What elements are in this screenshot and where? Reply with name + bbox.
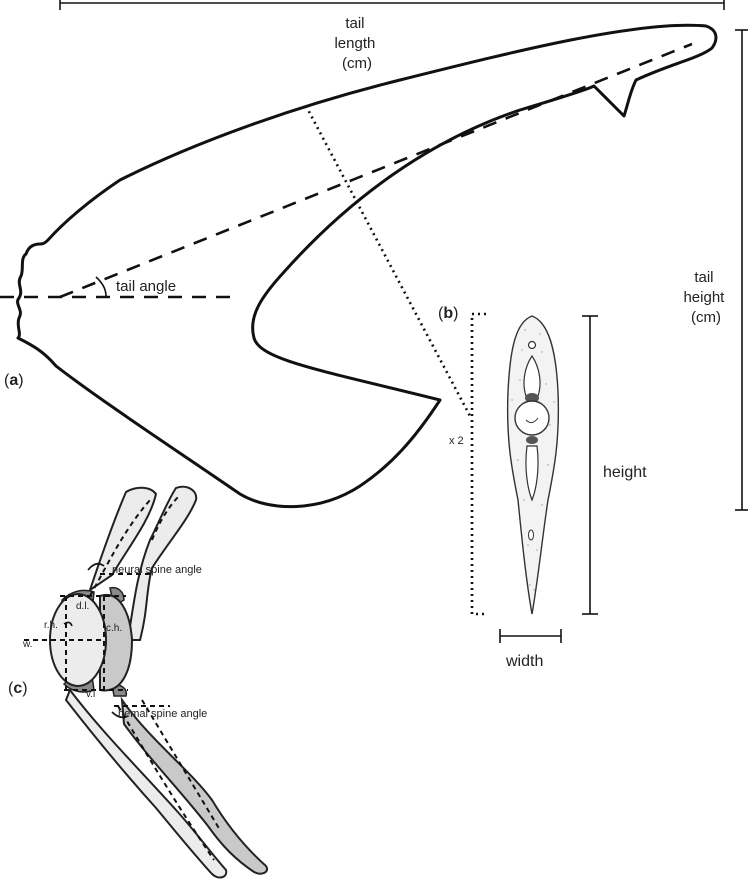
width-measure-bar <box>499 629 562 643</box>
width-label: width <box>505 653 543 670</box>
tail-length-label: tail length (cm) <box>334 15 379 72</box>
height-measure-bar <box>582 315 598 615</box>
panel-a-label: (a) <box>4 372 24 389</box>
panel-b: (b) x 2 <box>438 305 647 670</box>
doubled-height-bracket <box>470 312 486 616</box>
tail-angle-label: tail angle <box>116 278 176 295</box>
panel-b-label: (b) <box>438 305 458 322</box>
panel-c: (c) neural s <box>8 485 268 879</box>
tail-axis-line <box>59 42 693 299</box>
centrum-height-label: c.h. <box>106 623 122 634</box>
tail-section-dotted-line <box>304 105 472 417</box>
neural-spine-angle-label: neural spine angle <box>112 564 202 576</box>
tail-height-measure-bar <box>735 29 748 511</box>
hemal-spine-angle-label: hemal spine angle <box>118 708 207 720</box>
panel-a: (a) tail length (cm) tail height (cm) ta… <box>0 0 748 511</box>
panel-c-label: (c) <box>8 680 28 697</box>
tail-length-measure-bar <box>59 0 725 10</box>
tail-outline <box>16 23 718 509</box>
tail-angle-arc <box>95 276 107 297</box>
rim-height-label: r.h. <box>44 620 58 631</box>
dorsal-length-label: d.l. <box>76 601 89 612</box>
vertebra-width-label: w. <box>22 639 32 650</box>
tail-height-label: tail height (cm) <box>683 269 728 326</box>
height-label: height <box>603 464 647 481</box>
multiplier-label: x 2 <box>449 435 464 447</box>
ventral-length-label: v.l <box>86 689 95 700</box>
tail-cross-section <box>506 315 560 615</box>
